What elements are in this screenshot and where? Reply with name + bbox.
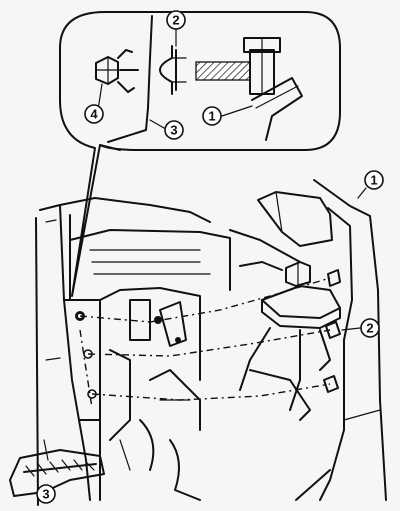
assembly-lines [79,277,331,409]
svg-text:1: 1 [370,173,377,188]
svg-text:2: 2 [366,321,373,336]
callout-2-detail: 2 [166,10,186,30]
callout-1-detail: 1 [202,106,222,126]
inner-fender-bracket [229,191,333,271]
callout-3-detail: 3 [164,120,184,140]
callout-3-main: 3 [36,484,56,504]
callout-1-main: 1 [364,170,384,190]
fasteners [75,269,341,399]
detail-panel [107,15,153,143]
detail-bolt [195,37,281,95]
fender-bolt-middle [325,321,341,339]
detail-clip [159,45,187,95]
horn-assembly [239,261,341,421]
detail-fender-edge [251,77,303,141]
radiator-frame [69,229,231,501]
bracket-bolt [154,316,162,324]
fender-bolt-upper [327,269,341,287]
callout-2-main: 2 [360,318,380,338]
detail-bubble [59,11,341,297]
svg-text:3: 3 [42,487,49,502]
detail-nut [95,49,139,93]
svg-text:2: 2 [172,13,179,28]
svg-text:3: 3 [170,123,177,138]
front-bracket [9,449,105,497]
main-leaders [43,187,367,461]
fender-bolt-lower [323,375,339,393]
bumper-body [35,197,211,506]
svg-text:4: 4 [90,107,98,122]
right-fender [295,179,387,501]
bracket-nut [175,337,181,343]
svg-text:1: 1 [208,109,215,124]
callout-4-detail: 4 [84,104,104,124]
